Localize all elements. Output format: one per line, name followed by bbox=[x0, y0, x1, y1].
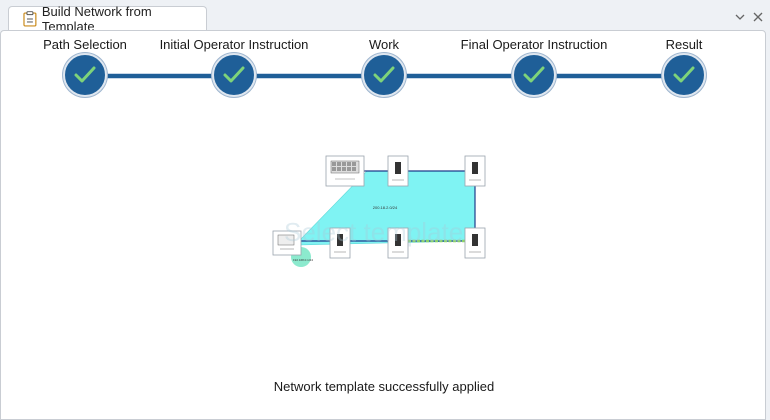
device-switch-top-middle[interactable] bbox=[387, 155, 409, 187]
device-switch-bottom-left[interactable] bbox=[329, 227, 351, 259]
checkmark-icon bbox=[523, 66, 545, 83]
checkmark-icon bbox=[223, 66, 245, 83]
chevron-down-icon[interactable] bbox=[734, 10, 746, 22]
tab-title: Build Network from Template bbox=[41, 3, 152, 34]
step-path-selection[interactable] bbox=[63, 53, 107, 97]
device-chassis[interactable] bbox=[325, 155, 365, 187]
device-switch-top-right[interactable] bbox=[464, 155, 486, 187]
device-switch-bottom-middle[interactable] bbox=[387, 227, 409, 259]
network-diagram: 200.18.2.0/24 192.168.0.1/24 bbox=[272, 155, 486, 267]
step-label-result: Result bbox=[665, 37, 703, 52]
checkmark-icon bbox=[673, 66, 695, 83]
pc-address-label: 192.168.0.1/24 bbox=[293, 258, 313, 262]
step-label-initial-operator-instruction: Initial Operator Instruction bbox=[159, 37, 309, 52]
close-icon[interactable] bbox=[752, 10, 764, 22]
checkmark-icon bbox=[74, 66, 96, 83]
window-controls bbox=[734, 10, 764, 22]
clipboard-icon bbox=[23, 10, 37, 27]
step-work[interactable] bbox=[362, 53, 406, 97]
device-pc[interactable] bbox=[272, 230, 302, 256]
step-final-operator-instruction[interactable] bbox=[512, 53, 556, 97]
tab-build-network[interactable]: Build Network from Template bbox=[8, 4, 207, 34]
status-message: Network template successfully applied bbox=[273, 379, 495, 394]
step-initial-operator-instruction[interactable] bbox=[212, 53, 256, 97]
step-label-final-operator-instruction: Final Operator Instruction bbox=[460, 37, 608, 52]
checkmark-icon bbox=[373, 66, 395, 83]
wizard-panel: Path Selection Initial Operator Instruct… bbox=[0, 30, 766, 420]
step-label-work: Work bbox=[368, 37, 400, 52]
device-switch-bottom-right[interactable] bbox=[464, 227, 486, 259]
step-label-path-selection: Path Selection bbox=[43, 37, 127, 52]
network-label: 200.18.2.0/24 bbox=[373, 205, 398, 210]
step-result[interactable] bbox=[662, 53, 706, 97]
